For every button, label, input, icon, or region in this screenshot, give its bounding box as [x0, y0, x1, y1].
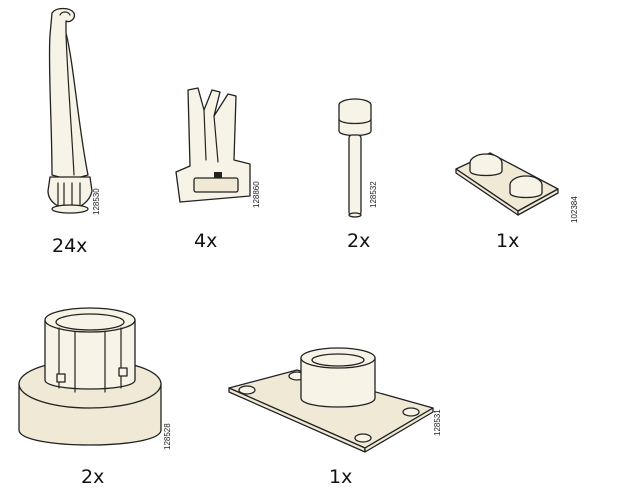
part-dowel-clip: 128530 24x: [30, 5, 140, 257]
part-code: 128531: [433, 409, 442, 436]
part-quantity: 2x: [347, 230, 371, 252]
part-code: 128528: [163, 423, 172, 450]
part-quantity: 4x: [194, 230, 218, 252]
part-square-mount: 128531 1x: [225, 347, 445, 495]
part-code: 128532: [369, 181, 378, 208]
pin-icon: [338, 98, 372, 218]
dowel-clip-icon: [47, 7, 93, 214]
bumper-pads-icon: [455, 152, 559, 216]
part-bracket-clip: 128860 4x: [168, 80, 278, 255]
part-code: 102384: [570, 196, 579, 223]
part-pin: 128532 2x: [325, 95, 405, 255]
part-round-base: 128528 2x: [15, 300, 175, 495]
bracket-clip-icon: [175, 87, 251, 203]
part-quantity: 1x: [496, 230, 520, 252]
part-code: 128860: [252, 181, 261, 208]
part-bumper-pads: 102384 1x: [450, 145, 590, 255]
part-quantity: 2x: [81, 466, 105, 488]
square-mount-icon: [228, 347, 434, 453]
round-base-icon: [18, 307, 162, 446]
part-quantity: 24x: [52, 235, 88, 257]
part-quantity: 1x: [329, 466, 353, 488]
part-code: 128530: [92, 188, 101, 215]
